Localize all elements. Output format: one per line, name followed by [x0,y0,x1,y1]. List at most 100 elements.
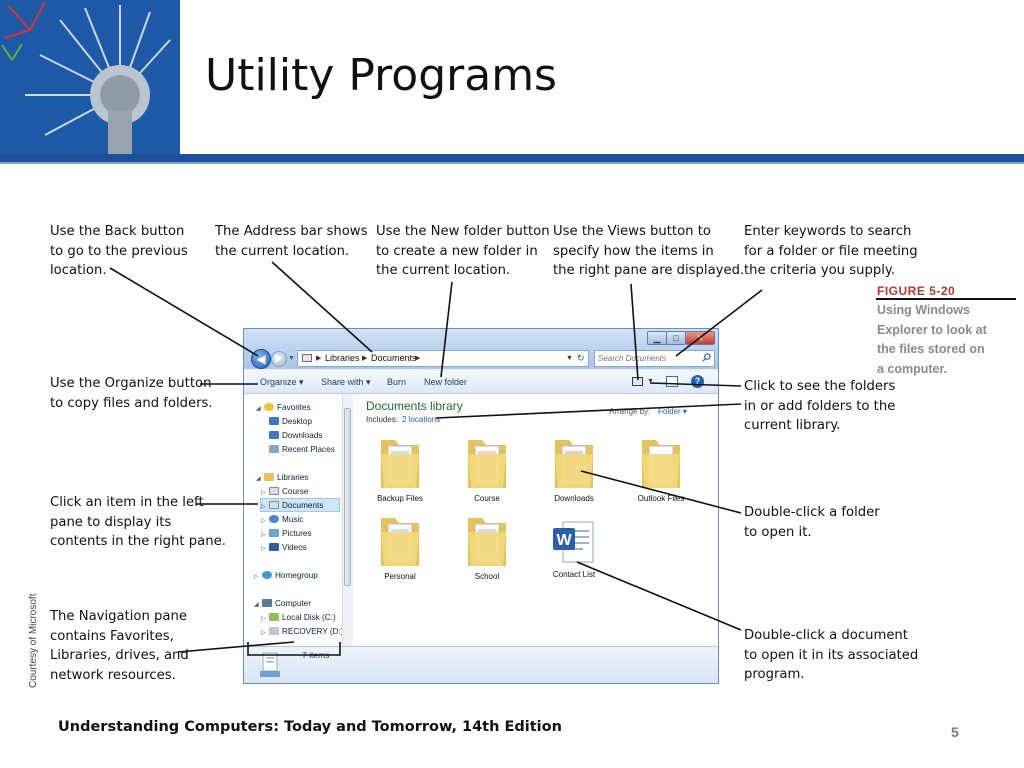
collapsed-triangle-icon[interactable]: ▷ [261,532,266,538]
library-locations-link[interactable]: 2 locations [402,415,441,424]
chevron-right-icon[interactable]: ▶ [362,355,368,362]
chevron-down-icon: ▾ [299,377,304,387]
folder-item-downloads[interactable]: Downloads [539,434,609,503]
collapsed-triangle-icon[interactable]: ▷ [261,616,266,622]
nav-course[interactable]: ▷Course [261,486,308,499]
callout-views-button: Use the Views button to specify how the … [553,224,745,278]
preview-pane-icon[interactable] [666,376,678,387]
address-segment-documents[interactable]: Documents [371,353,417,363]
nav-libraries[interactable]: ◢Libraries [256,472,308,485]
nav-recent-places[interactable]: Recent Places [269,444,335,456]
item-label: Downloads [554,494,594,503]
expand-triangle-icon[interactable]: ◢ [256,406,261,412]
folder-icon [468,440,506,488]
nav-computer-label: Computer [275,599,311,608]
computer-icon [262,599,272,607]
maximize-button[interactable]: □ [666,331,686,345]
nav-recovery[interactable]: ▷ RECOVERY (D:) [261,626,344,639]
views-icon[interactable] [632,377,643,386]
nav-scrollbar-thumb[interactable] [344,408,351,586]
drive-icon [269,613,279,621]
views-dropdown-icon[interactable]: ▼ [647,378,654,385]
library-status-icon [260,652,280,677]
search-input[interactable] [598,352,696,365]
navigation-pane: ◢Favorites Desktop Downloads Recent Plac… [244,394,353,646]
arrange-by-dropdown[interactable]: Folder ▾ [658,407,687,416]
courtesy-credit: Courtesy of Microsoft [28,593,39,688]
chevron-down-icon: ▾ [682,407,687,416]
item-label: Contact List [552,570,596,579]
music-icon [269,515,279,523]
nav-favorites[interactable]: ◢Favorites [256,402,311,415]
includes-label: Includes: [366,415,399,424]
nav-music[interactable]: ▷ Music [261,514,303,527]
item-label: Personal [384,572,416,581]
address-history-dropdown[interactable]: ▼ [566,355,573,362]
callout-navigation-pane: The Navigation pane contains Favorites, … [50,609,189,683]
organize-button[interactable]: Organize ▾ [260,371,304,393]
refresh-icon[interactable]: ↻ [577,353,585,363]
expand-triangle-icon[interactable]: ◢ [254,602,259,608]
chevron-right-icon[interactable]: ▶ [316,355,322,362]
nav-desktop-label: Desktop [282,417,313,426]
folder-icon [642,440,680,488]
search-icon[interactable] [702,353,711,362]
folder-item-course[interactable]: Course [452,434,522,503]
library-icon [264,473,274,481]
callout-library: Click to see the folders in or add folde… [744,379,896,433]
expand-triangle-icon[interactable]: ◢ [256,476,261,482]
nav-videos-label: Videos [282,543,307,552]
close-button[interactable]: ✕ [685,331,715,345]
word-document-icon: W [553,521,594,563]
recent-places-icon [269,445,279,453]
callout-new-folder: Use the New folder button to create a ne… [376,224,550,278]
recent-pages-chevron-icon[interactable]: ▼ [288,355,295,362]
figure-caption: Using Windows Explorer to look at the fi… [877,303,987,376]
forward-button[interactable]: ▶ [271,351,287,367]
folder-icon [302,354,312,362]
command-toolbar: Organize ▾ Share with ▾ Burn New folder … [244,371,718,394]
folder-item-personal[interactable]: Personal [365,512,435,581]
chevron-right-icon[interactable]: ▶ [415,355,421,362]
collapsed-triangle-icon[interactable]: ▷ [261,504,266,510]
address-bar[interactable]: ▶ Libraries ▶ Documents ▶ ▼ ↻ [297,350,589,367]
content-pane: Documents library Includes: 2 locations … [353,394,718,646]
nav-videos[interactable]: ▷ Videos [261,542,307,555]
nav-downloads[interactable]: Downloads [269,430,323,442]
collapsed-triangle-icon[interactable]: ▷ [261,518,266,524]
document-item-contact-list[interactable]: W Contact List [539,518,609,579]
desktop-icon [269,417,279,425]
item-label: School [474,572,500,581]
burn-button[interactable]: Burn [387,377,407,387]
collapsed-triangle-icon[interactable]: ▷ [261,546,266,552]
minimize-button[interactable]: ▁ [647,331,667,345]
nav-pictures[interactable]: ▷Pictures [261,528,312,541]
address-segment-libraries[interactable]: Libraries [325,353,360,363]
callout-search: Enter keywords to search for a folder or… [744,224,918,278]
collapsed-triangle-icon[interactable]: ▷ [261,490,266,496]
nav-recovery-label: RECOVERY (D:) [282,627,344,636]
dandelion-logo [0,0,180,155]
nav-homegroup[interactable]: ▷ Homegroup [254,570,318,583]
help-icon[interactable]: ? [691,375,704,388]
nav-homegroup-label: Homegroup [275,571,318,580]
folder-icon [381,518,419,566]
organize-label: Organize [260,377,297,387]
folder-item-outlook-files[interactable]: Outlook Files [626,434,696,503]
collapsed-triangle-icon[interactable]: ▷ [254,574,259,580]
document-library-icon [269,487,279,495]
nav-music-label: Music [282,515,304,524]
back-button[interactable]: ◀ [251,349,271,369]
nav-recent-places-label: Recent Places [282,445,335,454]
folder-item-school[interactable]: School [452,512,522,581]
new-folder-button[interactable]: New folder [424,377,468,387]
star-icon [264,403,274,411]
collapsed-triangle-icon[interactable]: ▷ [261,630,266,636]
share-with-button[interactable]: Share with ▾ [321,371,371,393]
folder-item-backup-files[interactable]: Backup Files [365,434,435,503]
nav-scrollbar[interactable] [342,394,353,646]
nav-local-disk[interactable]: ▷Local Disk (C:) [261,612,336,625]
nav-computer[interactable]: ◢ Computer [254,598,311,611]
nav-documents[interactable]: ▷Documents [261,500,323,513]
nav-desktop[interactable]: Desktop [269,416,312,428]
